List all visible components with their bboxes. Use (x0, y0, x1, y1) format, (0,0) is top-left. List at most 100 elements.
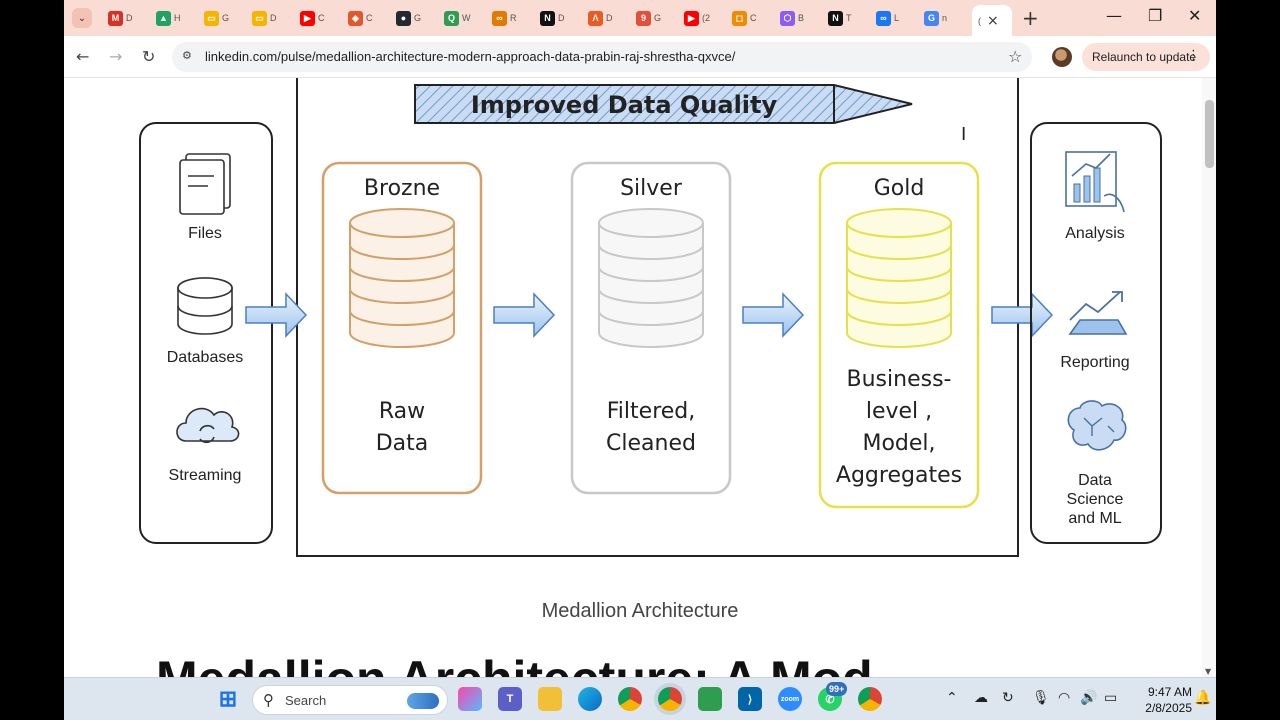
flow-arrow-gold-to-outputs (991, 292, 1054, 338)
back-icon[interactable]: ← (76, 47, 90, 66)
layer-database-icon (598, 223, 704, 348)
bookmark-star-icon[interactable]: ☆ (1008, 47, 1023, 66)
browser-tab[interactable]: ▲H (150, 7, 186, 29)
sources-panel (139, 122, 273, 544)
browser-tab[interactable]: ▭G (198, 7, 234, 29)
new-tab-button[interactable]: + (1022, 6, 1039, 30)
layer-description: Aggregates (836, 463, 962, 488)
browser-tab[interactable]: ◻C (726, 7, 762, 29)
tab-search-dropdown[interactable]: ⌄ (72, 8, 92, 28)
window-close-icon[interactable]: ✕ (1188, 6, 1202, 25)
chrome-profile-icon[interactable] (858, 687, 882, 711)
tab-label: G (222, 13, 230, 23)
forward-icon[interactable]: → (109, 47, 123, 66)
tab-label: C (750, 13, 757, 23)
browser-tab[interactable]: ◈C (342, 7, 378, 29)
youtube-icon: ▶ (300, 10, 315, 26)
improved-data-quality-banner: Improved Data Quality (414, 84, 913, 124)
browser-tab[interactable]: ▭D (246, 7, 282, 29)
onedrive-icon[interactable]: ☁ (974, 690, 988, 706)
tab-label: D (558, 13, 565, 23)
relaunch-button[interactable]: Relaunch to update ⋮ (1082, 43, 1210, 71)
windows-start-icon[interactable]: ⊞ (218, 686, 238, 711)
chrome-icon[interactable] (618, 687, 642, 711)
bar-chart-icon (1065, 151, 1125, 213)
tab-label: D (270, 13, 277, 23)
box-icon: ◻ (732, 10, 747, 26)
copilot-icon[interactable] (458, 687, 482, 711)
browser-tab[interactable]: ▶(2 (678, 7, 714, 29)
tab-label: C (366, 13, 373, 23)
tab-label: D (606, 13, 613, 23)
minimize-icon[interactable]: — (1106, 6, 1122, 25)
address-bar[interactable]: ⚙ linkedin.com/pulse/medallion-architect… (172, 42, 1032, 72)
tab-label: L (894, 13, 900, 23)
vscode-icon[interactable]: ⟩ (738, 687, 762, 711)
maximize-icon[interactable]: ❐ (1148, 6, 1163, 25)
close-tab-icon[interactable]: × (987, 12, 999, 29)
active-tab-label: ( (978, 15, 981, 26)
tab-label: B (798, 13, 805, 23)
teams-icon[interactable]: T (498, 687, 522, 711)
layer-description: Model, (862, 431, 935, 456)
taskbar: ⊞ ⚲ Search T ⟩ zoom ✆ 99+ ⌃ ☁ ↻ 🎙 ◠ 🔊 ▭ … (64, 677, 1216, 720)
github-icon: ● (396, 10, 411, 26)
search-icon: ⚲ (263, 691, 274, 709)
database-icon (177, 277, 233, 335)
browser-tab[interactable]: ⬡B (774, 7, 810, 29)
tray-chevron-icon[interactable]: ⌃ (946, 690, 958, 706)
browser-tab[interactable]: ∞L (870, 7, 906, 29)
banner-text: Improved Data Quality (471, 91, 778, 119)
profile-avatar[interactable] (1052, 47, 1072, 67)
notion-icon: N (540, 10, 555, 26)
sync-icon[interactable]: ↻ (1002, 690, 1014, 706)
output-label-data-science-1: Data (1078, 472, 1112, 489)
tab-label: G (654, 13, 662, 23)
site-info-icon[interactable]: ⚙ (182, 49, 192, 62)
browser-tab[interactable]: ▶C (294, 7, 330, 29)
scroll-thumb[interactable] (1205, 100, 1214, 168)
outputs-panel (1030, 122, 1162, 544)
links-icon: ∞ (492, 10, 507, 26)
notifications-icon[interactable]: 🔔 (1194, 690, 1212, 706)
layer-title: Brozne (364, 176, 440, 201)
scroll-down-arrow-icon[interactable]: ▼ (1205, 667, 1212, 676)
browser-tab[interactable]: ∞R (486, 7, 522, 29)
system-clock[interactable]: 9:47 AM 2/8/2025 (1132, 684, 1192, 716)
active-tab[interactable]: ( × (972, 5, 1012, 36)
tab-label: (2 (702, 13, 711, 23)
reload-icon[interactable]: ↻ (142, 47, 156, 66)
file-explorer-icon[interactable] (538, 687, 562, 711)
tab-label: W (462, 13, 471, 23)
layer-description: Raw (379, 399, 425, 424)
notepad-app-icon[interactable] (698, 687, 722, 711)
output-label-analysis: Analysis (1065, 225, 1125, 242)
wifi-icon[interactable]: ◠ (1058, 690, 1071, 706)
browser-tab[interactable]: ●G (390, 7, 426, 29)
menu-dots-icon[interactable]: ⋮ (1187, 48, 1200, 63)
google-slides-icon: ▭ (252, 10, 267, 26)
taskbar-search[interactable]: ⚲ Search (252, 685, 448, 715)
microphone-icon[interactable]: 🎙 (1032, 690, 1050, 706)
url-text[interactable]: linkedin.com/pulse/medallion-architectur… (205, 49, 736, 64)
battery-icon[interactable]: ▭ (1104, 690, 1118, 706)
search-placeholder: Search (285, 693, 327, 708)
layer-title: Silver (620, 176, 683, 201)
google-icon: G (924, 10, 939, 26)
page-scrollbar[interactable]: ▼ (1202, 78, 1216, 677)
chrome-active-icon[interactable] (658, 687, 682, 711)
flow-arrow-bronze-to-silver (493, 292, 556, 338)
hexagon-icon: ⬡ (780, 10, 795, 26)
zoom-icon[interactable]: zoom (778, 687, 802, 711)
volume-icon[interactable]: 🔊 (1080, 690, 1098, 706)
edge-icon[interactable] (578, 687, 602, 711)
